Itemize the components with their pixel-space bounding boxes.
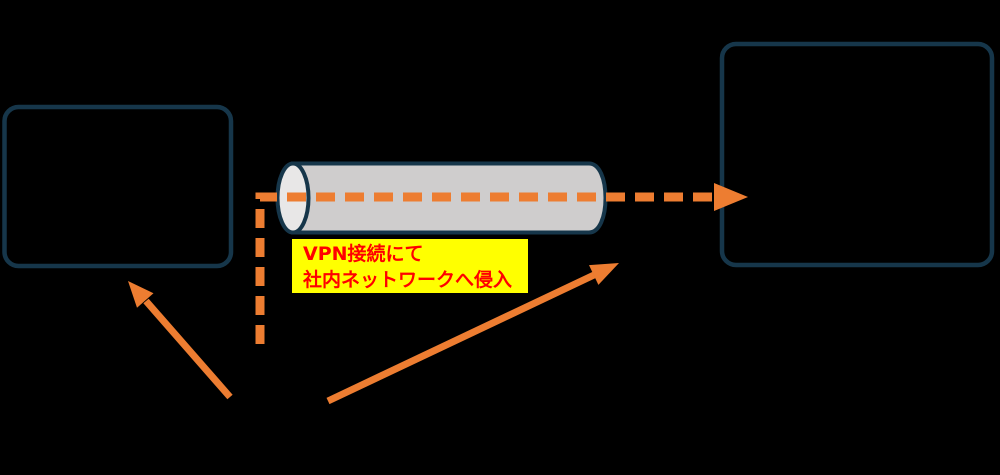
- left-node-box: [2, 104, 234, 269]
- right-node-box: [719, 41, 995, 268]
- vpn-intrusion-label-line1: VPN接続にて: [303, 243, 424, 265]
- attack-arrow-to-left-box: [143, 298, 233, 400]
- vpn-route-dashed-arrow: [255, 192, 714, 344]
- vpn-intrusion-label-line2: 社内ネットワークへ侵入: [303, 269, 513, 291]
- attack-arrow-left-head-icon: [128, 281, 154, 308]
- attack-arrow-right-head-icon: [589, 263, 619, 285]
- attack-arrow-to-tunnel: [326, 271, 596, 405]
- vpn-intrusion-label: VPN接続にて 社内ネットワークへ侵入: [292, 239, 528, 293]
- vpn-route-arrowhead-icon: [714, 183, 748, 211]
